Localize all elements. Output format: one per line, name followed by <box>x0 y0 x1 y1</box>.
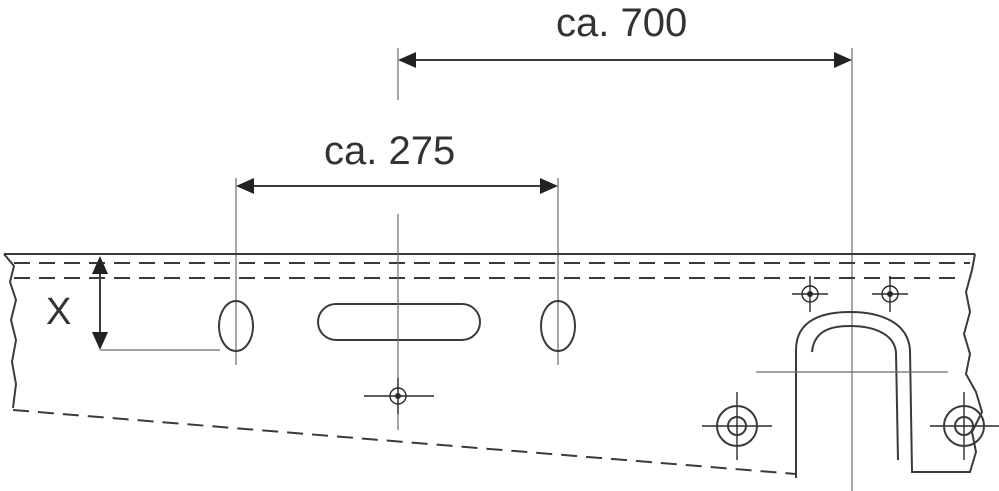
bracket-bottom-edge <box>12 409 797 475</box>
arrow-up-x <box>92 256 108 274</box>
crosshair-center <box>364 378 434 414</box>
left-oval-slot <box>218 300 254 352</box>
arrow-right-275 <box>540 178 558 194</box>
right-oval-slot <box>540 300 576 352</box>
crosshair-top-right-1 <box>792 276 828 312</box>
bracket-right-end <box>795 253 984 478</box>
crosshair-top-right-2 <box>872 276 908 312</box>
center-long-slot <box>317 303 481 341</box>
dimension-700-label: ca. 700 <box>556 1 687 45</box>
bracket-left-break <box>3 253 18 409</box>
dimension-x: X <box>46 256 220 351</box>
arrow-left-700 <box>398 52 416 68</box>
dimension-275: ca. 275 <box>235 129 559 365</box>
dimension-700: ca. 700 <box>397 1 853 491</box>
bracket-body <box>3 253 984 478</box>
arrow-right-700 <box>834 52 852 68</box>
arrow-left-275 <box>236 178 254 194</box>
dimension-275-label: ca. 275 <box>324 129 455 173</box>
bolt-hole-left <box>702 392 772 460</box>
bolt-hole-right <box>930 392 999 460</box>
hole-markers <box>364 276 999 460</box>
dimension-x-label: X <box>46 291 71 333</box>
u-cutout-inner <box>811 324 899 461</box>
arrow-down-x <box>92 332 108 350</box>
